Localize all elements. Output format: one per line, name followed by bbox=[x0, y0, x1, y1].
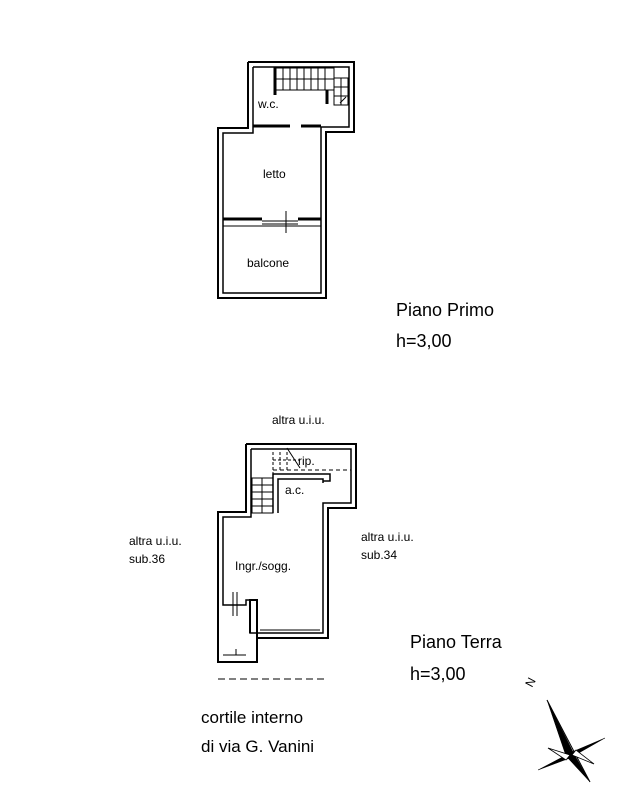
neighbor-label-top: altra u.i.u. bbox=[272, 413, 325, 427]
first-floor-title: Piano Primo bbox=[396, 300, 494, 320]
room-label-letto: letto bbox=[263, 167, 286, 181]
neighbor-label-left-1: altra u.i.u. bbox=[129, 534, 182, 548]
room-label-wc: w.c. bbox=[257, 97, 279, 111]
compass-diagonal-1 bbox=[547, 747, 571, 761]
first-floor-inner-wall bbox=[222, 66, 350, 294]
first-floor-plan bbox=[217, 61, 355, 299]
entry-jamb bbox=[249, 599, 258, 638]
neighbor-label-right-2: sub.34 bbox=[361, 548, 397, 562]
neighbor-label-right-1: altra u.i.u. bbox=[361, 530, 414, 544]
ac-enclosure-outer bbox=[272, 473, 331, 513]
courtyard-label-line1: cortile interno bbox=[201, 708, 303, 727]
courtyard-label-line2: di via G. Vanini bbox=[201, 737, 314, 756]
ground-floor-height: h=3,00 bbox=[410, 664, 466, 684]
ground-floor-title: Piano Terra bbox=[410, 632, 503, 652]
ground-floor-plan bbox=[217, 443, 357, 663]
compass-north-letter: N bbox=[522, 675, 538, 689]
room-label-rip: rip. bbox=[298, 454, 315, 468]
north-arrow bbox=[537, 699, 606, 783]
first-floor-stair bbox=[275, 67, 349, 106]
first-floor-height: h=3,00 bbox=[396, 331, 452, 351]
compass-north-needle bbox=[546, 699, 575, 757]
compass-long-axis bbox=[546, 699, 591, 783]
compass-diagonal-2 bbox=[571, 749, 595, 765]
room-label-ac: a.c. bbox=[285, 483, 304, 497]
ground-floor-stair bbox=[251, 447, 301, 514]
neighbor-label-left-2: sub.36 bbox=[129, 552, 165, 566]
room-label-ingresso: Ingr./sogg. bbox=[235, 559, 291, 573]
ground-floor-outer-wall bbox=[217, 443, 357, 663]
room-label-balcone: balcone bbox=[247, 256, 289, 270]
ac-enclosure-inner bbox=[277, 478, 324, 513]
first-floor-outer-wall bbox=[217, 61, 355, 299]
